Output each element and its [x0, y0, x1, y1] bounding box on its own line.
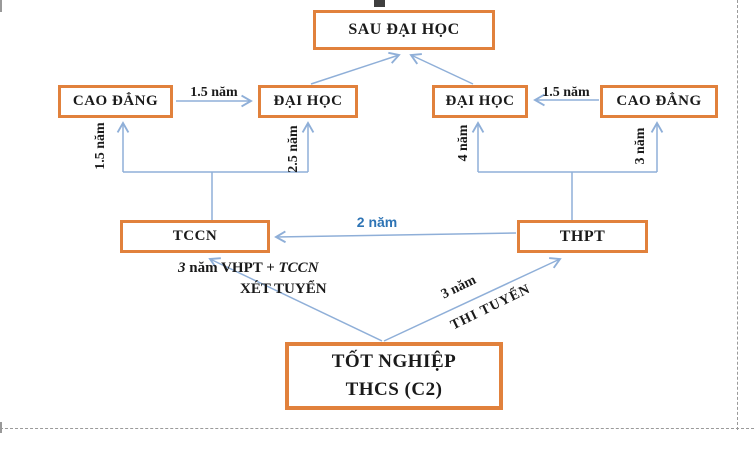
- page-corner-tick-bottom-left: [0, 422, 2, 433]
- page-border-bottom-dashed: [0, 428, 754, 429]
- page-border-right-dashed: [737, 0, 738, 430]
- label-thcs-to-thpt-duration: 3 năm: [438, 272, 479, 303]
- label-cd-left-to-dh-left: 1.5 năm: [190, 85, 238, 100]
- label-thpt-to-dai-hoc: 4 năm: [456, 124, 471, 162]
- box-thpt: THPT: [517, 220, 648, 253]
- label-thcs-to-tccn-part2: năm VHPT +: [185, 260, 279, 276]
- label-thpt-to-tccn: 2 năm: [356, 214, 398, 230]
- arrow-dh-left-to-sdh: [310, 51, 401, 85]
- label-thcs-to-tccn-part3: TCCN: [278, 260, 319, 276]
- label-thcs-to-tccn-line1: 3 năm VHPT + TCCN: [178, 260, 319, 277]
- box-tot-nghiep-thcs: TỐT NGHIỆP THCS (C2): [285, 342, 503, 410]
- tot-nghiep-line2: THCS (C2): [345, 379, 443, 400]
- box-cao-dang-right: CAO ĐẲNG: [600, 85, 718, 118]
- label-thpt-to-cao-dang: 3 năm: [633, 127, 648, 165]
- box-sau-dai-hoc: SAU ĐẠI HỌC: [313, 10, 495, 50]
- box-tccn: TCCN: [120, 220, 270, 253]
- tot-nghiep-line1: TỐT NGHIỆP: [331, 351, 457, 373]
- page-corner-tick-top-left: [0, 0, 2, 12]
- label-cd-right-to-dh-right: 1.5 năm: [542, 85, 590, 100]
- arrow-thpt-to-tccn: [274, 230, 517, 244]
- label-tccn-to-dai-hoc: 2.5 năm: [286, 125, 301, 173]
- label-thcs-to-tccn-line2: XÉT TUYỂN: [240, 281, 327, 297]
- label-thcs-to-tccn-part1: 3: [178, 260, 186, 276]
- arrow-dh-right-to-sdh: [409, 53, 474, 85]
- box-dai-hoc-right: ĐẠI HỌC: [432, 85, 528, 118]
- text-fragment-mark: [374, 0, 385, 7]
- box-dai-hoc-left: ĐẠI HỌC: [258, 85, 358, 118]
- box-cao-dang-left: CAO ĐẲNG: [58, 85, 173, 118]
- label-tccn-to-cao-dang: 1.5 năm: [93, 122, 108, 170]
